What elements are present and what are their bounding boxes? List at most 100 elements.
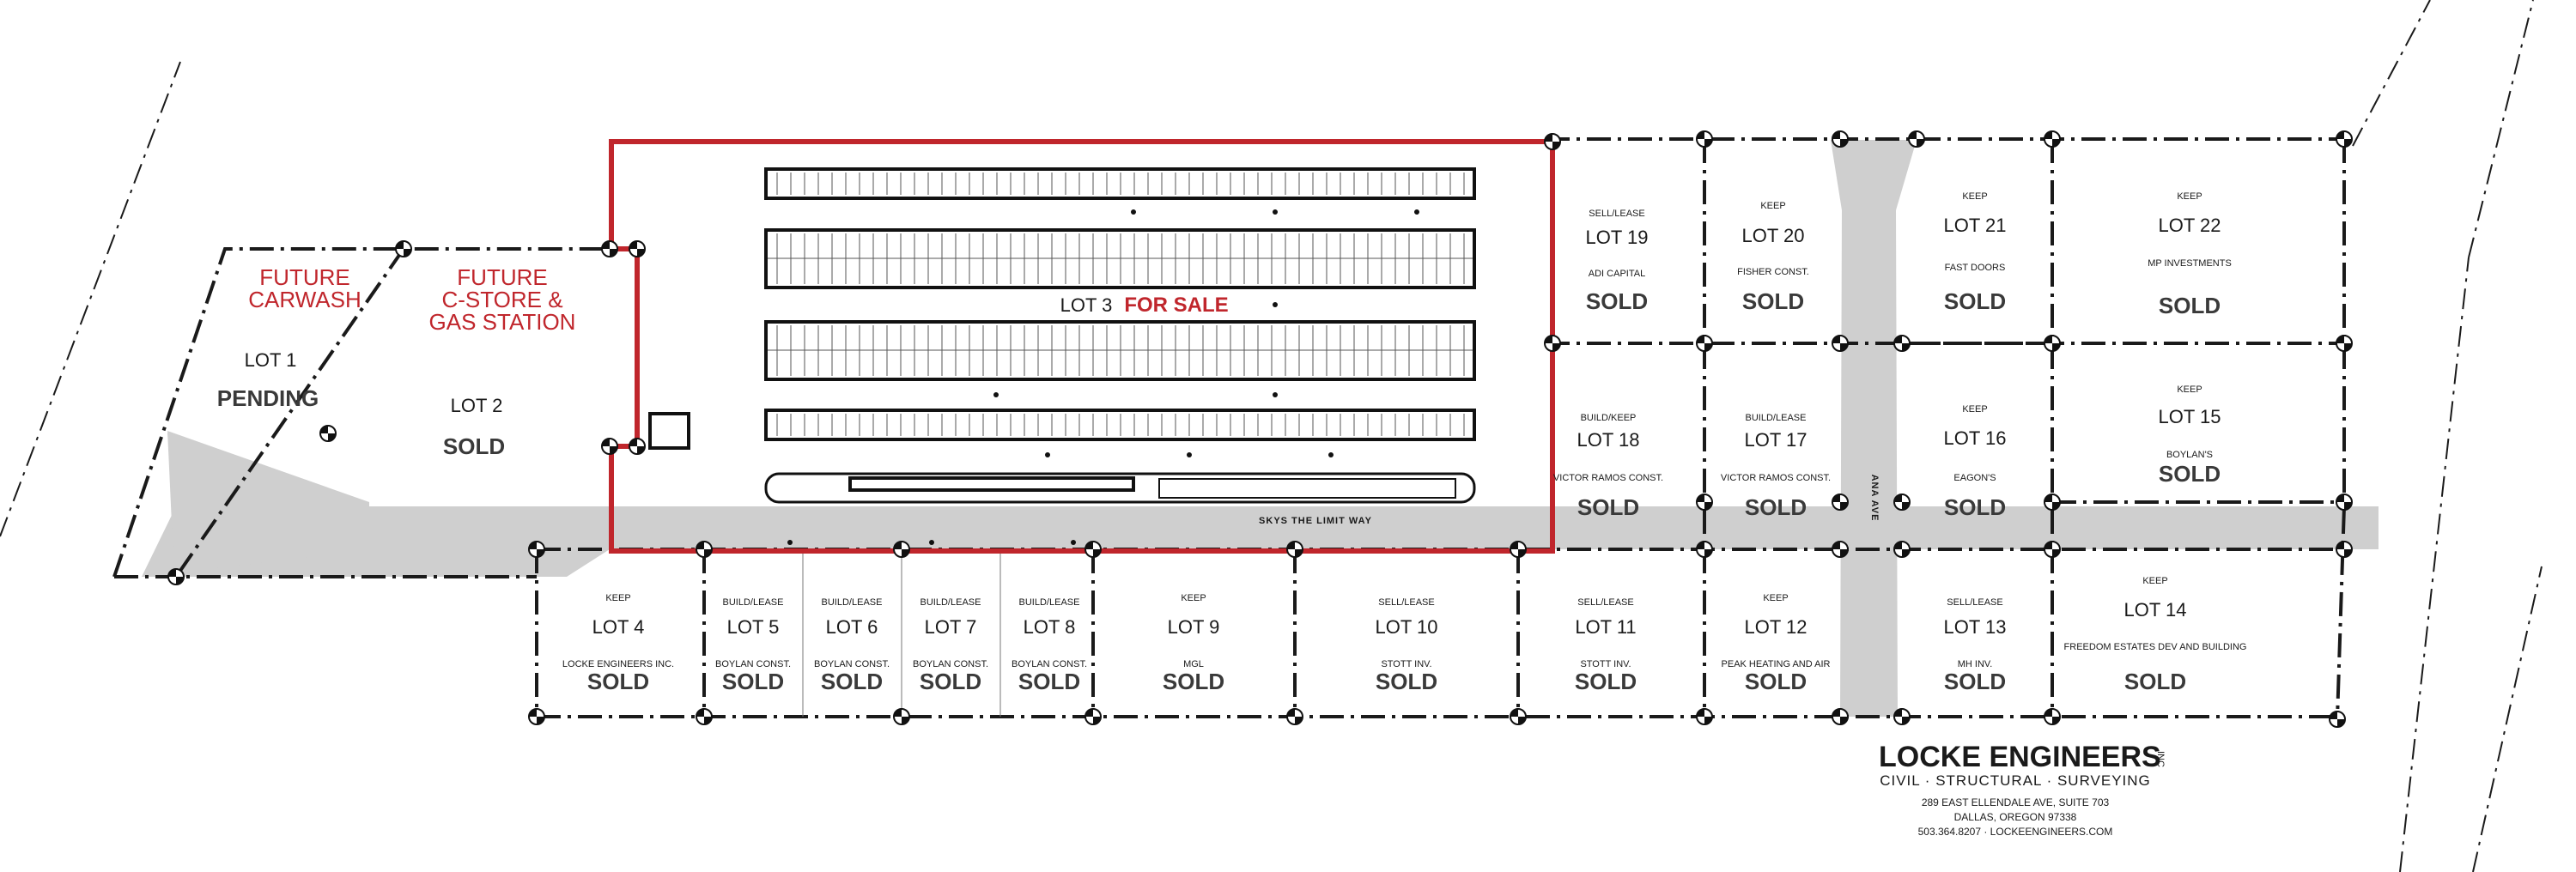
lot-17-owner: VICTOR RAMOS CONST. <box>1721 473 1831 483</box>
lot-1-name: LOT 1 <box>245 349 297 371</box>
lot-17-status: SOLD <box>1745 494 1807 520</box>
lot-17-label[interactable]: BUILD/LEASE LOT 17 VICTOR RAMOS CONST. SOLD <box>1721 413 1831 520</box>
lot-13-status: SOLD <box>1944 669 2006 694</box>
lot-8-note: BUILD/LEASE <box>1019 597 1080 608</box>
lot-13-owner: MH INV. <box>1958 659 1993 669</box>
lot-3-name: LOT 3 <box>1060 294 1113 316</box>
lot-12-status: SOLD <box>1745 669 1807 694</box>
lot-11-status: SOLD <box>1575 669 1637 694</box>
lot-2-label[interactable]: LOT 2 SOLD <box>443 395 505 459</box>
lot-15-owner: BOYLAN'S <box>2166 450 2213 460</box>
lot-21-note: KEEP <box>1962 191 1987 202</box>
survey-monument <box>1908 130 1925 148</box>
lot-13-name: LOT 13 <box>1944 616 2007 638</box>
lot-16-owner: EAGON'S <box>1953 473 1996 483</box>
street-skys-the-limit-way: SKYS THE LIMIT WAY <box>1259 516 1372 526</box>
thin-lot-dividers <box>802 549 1001 717</box>
lot-14-owner: FREEDOM ESTATES DEV AND BUILDING <box>2064 642 2247 652</box>
lot-6-owner: BOYLAN CONST. <box>814 659 890 669</box>
survey-monument <box>1696 335 1713 352</box>
lot-11-name: LOT 11 <box>1575 616 1636 638</box>
lot-6-name: LOT 6 <box>826 616 878 638</box>
survey-monument <box>2044 130 2061 148</box>
future-cstore-line1: FUTURE <box>457 264 547 290</box>
survey-monument <box>1696 130 1713 148</box>
survey-monument <box>1832 541 1849 558</box>
lot-3-buildings <box>648 167 1476 545</box>
lot-6-note: BUILD/LEASE <box>822 597 883 608</box>
firm-title-block: LOCKE ENGINEERS INC CIVIL · STRUCTURAL ·… <box>1879 741 2166 838</box>
lot-20-note: KEEP <box>1760 201 1785 211</box>
survey-monument <box>601 240 618 257</box>
lot-7-status: SOLD <box>920 669 981 694</box>
lot-4-status: SOLD <box>587 669 649 694</box>
road-lot1-access <box>167 431 369 573</box>
lot-17-name: LOT 17 <box>1745 429 1807 451</box>
lot-4-name: LOT 4 <box>592 616 645 638</box>
lot-18-status: SOLD <box>1577 494 1639 520</box>
road-ana-ave <box>1831 140 1917 717</box>
lot-6-status: SOLD <box>821 669 883 694</box>
lot-10-owner: STOTT INV. <box>1381 659 1431 669</box>
lot-22-name: LOT 22 <box>2159 215 2221 236</box>
survey-monument <box>1286 708 1303 725</box>
lot-22-status: SOLD <box>2159 293 2221 318</box>
lot-4-note: KEEP <box>605 593 630 603</box>
survey-monument <box>1084 708 1102 725</box>
future-cstore-line2: C-STORE & <box>441 287 562 312</box>
island-inner-right <box>1158 478 1456 499</box>
survey-monument <box>1832 494 1849 511</box>
survey-monument <box>528 708 545 725</box>
lot-4-owner: LOCKE ENGINEERS INC. <box>562 659 674 669</box>
survey-monument <box>1696 494 1713 511</box>
lot-14-status: SOLD <box>2124 669 2186 694</box>
lot-18-name: LOT 18 <box>1577 429 1640 451</box>
lot-16-name: LOT 16 <box>1944 427 2007 449</box>
lot-3-label[interactable]: LOT 3 FOR SALE <box>1060 294 1229 317</box>
lot-8-status: SOLD <box>1018 669 1080 694</box>
lot-21-owner: FAST DOORS <box>1945 263 2006 273</box>
firm-address-1: 289 EAST ELLENDALE AVE, SUITE 703 <box>1922 796 2110 808</box>
lot-17-note: BUILD/LEASE <box>1746 413 1807 423</box>
lot-2-status: SOLD <box>443 433 505 459</box>
survey-monument <box>1832 130 1849 148</box>
lot-5-note: BUILD/LEASE <box>723 597 784 608</box>
survey-monument <box>2329 711 2346 728</box>
survey-monument <box>395 240 412 257</box>
lot-15-status: SOLD <box>2159 461 2221 487</box>
trash-enclosure <box>648 412 690 450</box>
lot-5-name: LOT 5 <box>727 616 780 638</box>
survey-monument <box>1544 335 1561 352</box>
lot-9-status: SOLD <box>1163 669 1224 694</box>
survey-monument <box>1696 541 1713 558</box>
lot-9-owner: MGL <box>1183 659 1204 669</box>
lot-8-owner: BOYLAN CONST. <box>1012 659 1087 669</box>
lot-4-label[interactable]: KEEP LOT 4 LOCKE ENGINEERS INC.SOLD <box>562 593 674 694</box>
lot-6-label[interactable]: BUILD/LEASE LOT 6 BOYLAN CONST.SOLD <box>814 597 890 694</box>
survey-monument <box>1893 494 1911 511</box>
lot-21-status: SOLD <box>1944 288 2006 314</box>
light-poles <box>787 209 1419 545</box>
lot-1-label[interactable]: LOT 1 PENDING <box>217 349 319 411</box>
firm-suffix: INC <box>2155 751 2166 767</box>
lot-18-owner: VICTOR RAMOS CONST. <box>1553 473 1663 483</box>
lot-9-note: KEEP <box>1181 593 1206 603</box>
